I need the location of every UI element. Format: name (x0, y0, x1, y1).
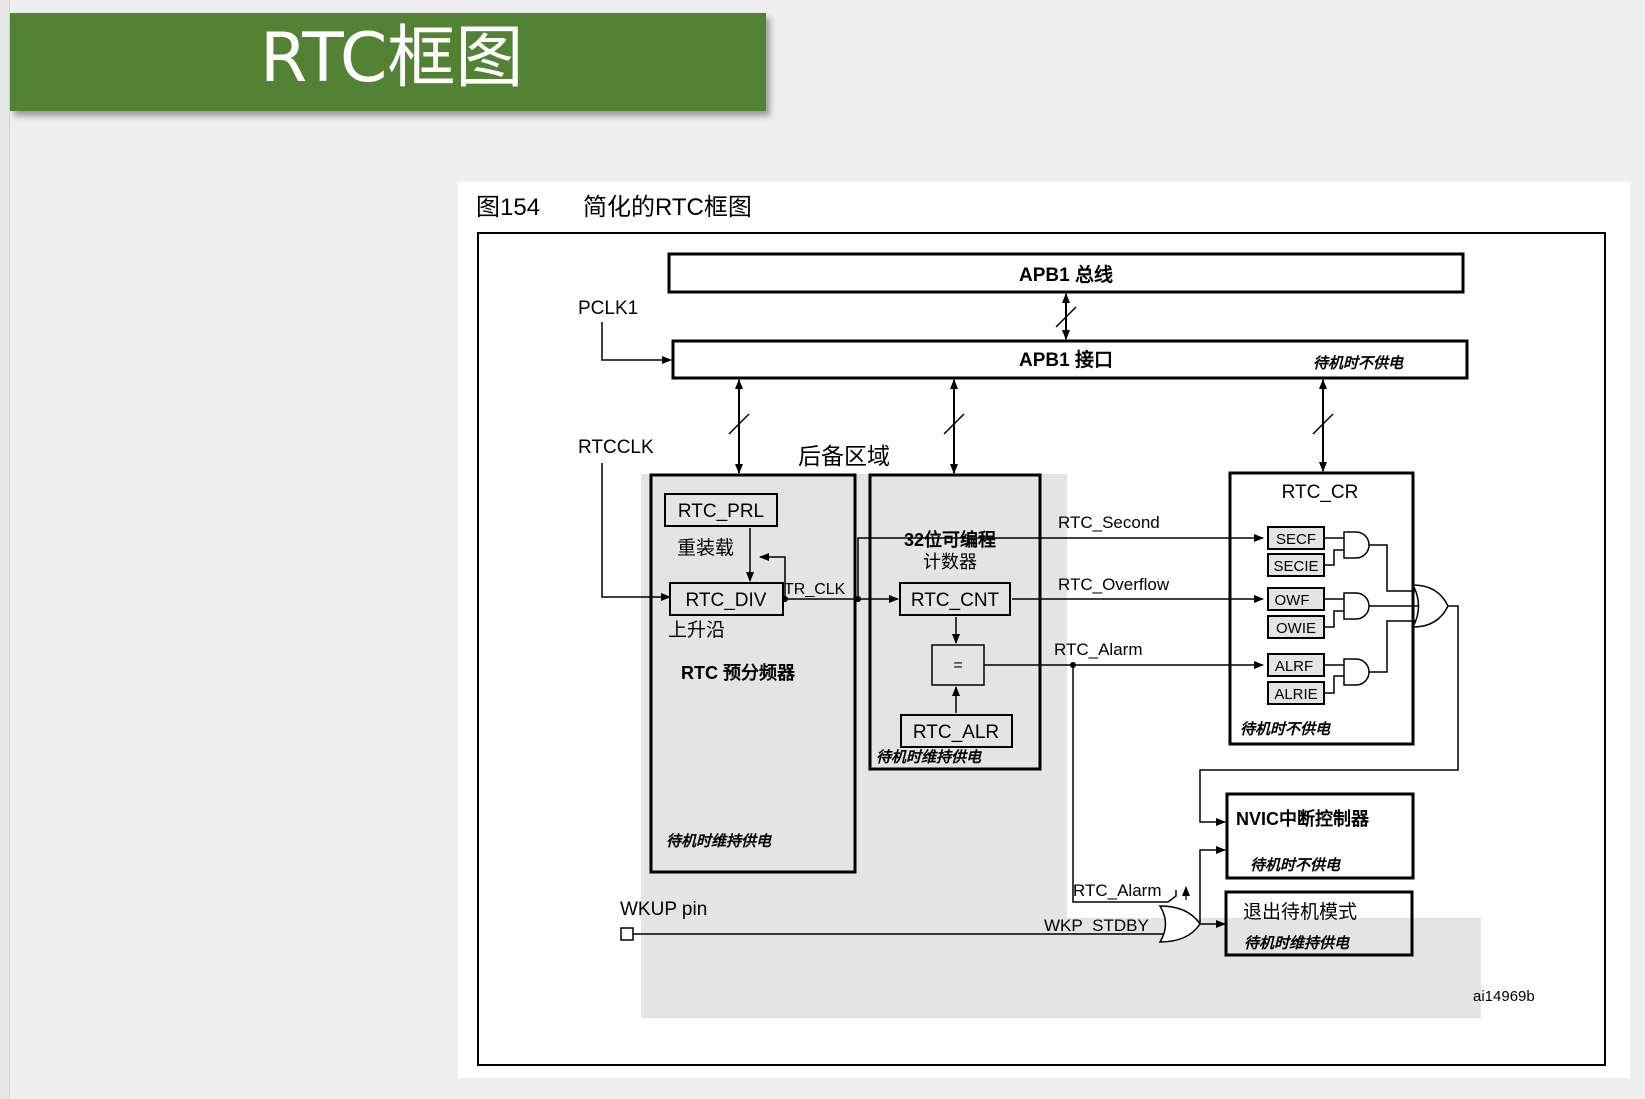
counter-power-note: 待机时维持供电 (876, 748, 982, 766)
rtc-block-diagram: 图154 简化的RTC框图 后备区域 APB1 总线 APB1 接口 待机时不供… (476, 194, 1606, 1066)
rtc-alarm-label: RTC_Alarm (1054, 640, 1142, 659)
alrf-gate-inputs (1324, 664, 1344, 694)
counter-bus-slash (943, 413, 965, 435)
nvic-label: NVIC中断控制器 (1236, 808, 1370, 829)
wkp-stdby-label: WKP_STDBY (1044, 916, 1149, 935)
rtc-overflow-label: RTC_Overflow (1058, 575, 1170, 594)
owf-label: OWF (1275, 592, 1310, 609)
rtc-alr-label: RTC_ALR (913, 722, 999, 743)
pclk1-line (601, 322, 672, 364)
nvic-power-note: 待机时不供电 (1250, 856, 1341, 874)
rtc-div-label: RTC_DIV (686, 590, 767, 611)
div-feedback-arrow (759, 553, 786, 599)
left-edge (0, 0, 10, 1099)
rtc-cr-label: RTC_CR (1282, 482, 1359, 503)
counter-label-line2: 计数器 (923, 552, 977, 572)
second-and-gate (1343, 531, 1370, 559)
rtc-alarm2-label: RTC_Alarm (1073, 881, 1161, 900)
owie-label: OWIE (1276, 620, 1316, 637)
owf-gate-inputs (1324, 598, 1344, 628)
prescaler-power-note: 待机时维持供电 (666, 832, 772, 850)
rtc-cnt-label: RTC_CNT (911, 590, 1000, 611)
rtc-cnt-box (899, 582, 1011, 616)
rtc-div-box (669, 582, 784, 616)
rtcclk-label: RTCCLK (578, 437, 654, 458)
secf-gate-inputs (1324, 537, 1344, 566)
overflow-and-gate (1343, 592, 1370, 620)
rtc-prl-label: RTC_PRL (678, 501, 764, 522)
interrupt-or-gate (1411, 584, 1449, 628)
figure-id-label: ai14969b (1473, 988, 1535, 1005)
figure-frame (477, 232, 1606, 1066)
prescaler-label: RTC 预分频器 (681, 662, 796, 683)
apb1-bus-box (667, 252, 1465, 294)
secf-label: SECF (1276, 531, 1316, 548)
backup-domain-area (641, 474, 1481, 1018)
exit-standby-label: 退出待机模式 (1243, 901, 1357, 923)
figure-panel: 图154 简化的RTC框图 后备区域 APB1 总线 APB1 接口 待机时不供… (458, 182, 1630, 1078)
rtc-second-line (857, 534, 1264, 599)
bus-slash (1055, 306, 1077, 328)
nvic-box (1225, 792, 1415, 880)
secie-label: SECIE (1273, 558, 1318, 575)
apb1-bus-label: APB1 总线 (1019, 263, 1113, 286)
rtcclk-line (601, 463, 671, 601)
reload-label: 重装载 (677, 537, 734, 559)
backup-domain-label: 后备区域 (798, 443, 890, 469)
alrf-label: ALRF (1275, 658, 1313, 675)
alrie-label: ALRIE (1274, 686, 1317, 703)
comparator-label: = (953, 657, 962, 674)
rtc-cr-bus-slash (1312, 413, 1334, 435)
counter-block (868, 473, 1042, 771)
rtc-alr-box (900, 714, 1013, 748)
backup-domain-area-right (1067, 920, 1479, 1016)
exit-standby-power-note: 待机时维持供电 (1244, 934, 1350, 952)
tr-clk-node (782, 596, 788, 602)
or-input-3 (1369, 620, 1420, 673)
alarm-to-wakeup-line (1072, 665, 1177, 903)
rtc-cr-block (1228, 471, 1415, 746)
or-to-nvic-line (1199, 605, 1459, 826)
or-input-1 (1369, 544, 1420, 592)
counter-label-line1: 32位可编程 (904, 529, 996, 550)
rtc-second-label: RTC_Second (1058, 513, 1160, 532)
rtc-cr-power-note: 待机时不供电 (1240, 720, 1331, 738)
wakeup-or-gate (1158, 905, 1201, 943)
pclk1-label: PCLK1 (578, 298, 638, 319)
or-to-nvic-line-2 (1199, 846, 1226, 924)
apb1-interface-label: APB1 接口 (1019, 349, 1113, 371)
figure-caption: 简化的RTC框图 (583, 194, 752, 221)
prescaler-block (649, 473, 857, 874)
apb1-interface-power-note: 待机时不供电 (1313, 354, 1404, 372)
comparator-box (931, 644, 985, 686)
exit-standby-box (1224, 890, 1414, 957)
wkup-pin-label: WKUP pin (620, 899, 707, 920)
slide-title-bar: RTC框图 (10, 13, 766, 111)
tr-clk-label: TR_CLK (784, 581, 846, 598)
alarm-and-gate (1343, 658, 1370, 686)
rising-edge-label: 上升沿 (668, 619, 725, 641)
wkup-pin-terminal (620, 927, 634, 941)
figure-number: 图154 (476, 194, 540, 221)
rtc-prl-box (664, 493, 778, 527)
slide-title: RTC框图 (260, 19, 524, 98)
prescaler-bus-slash (728, 413, 750, 435)
apb1-interface-box (671, 339, 1469, 380)
